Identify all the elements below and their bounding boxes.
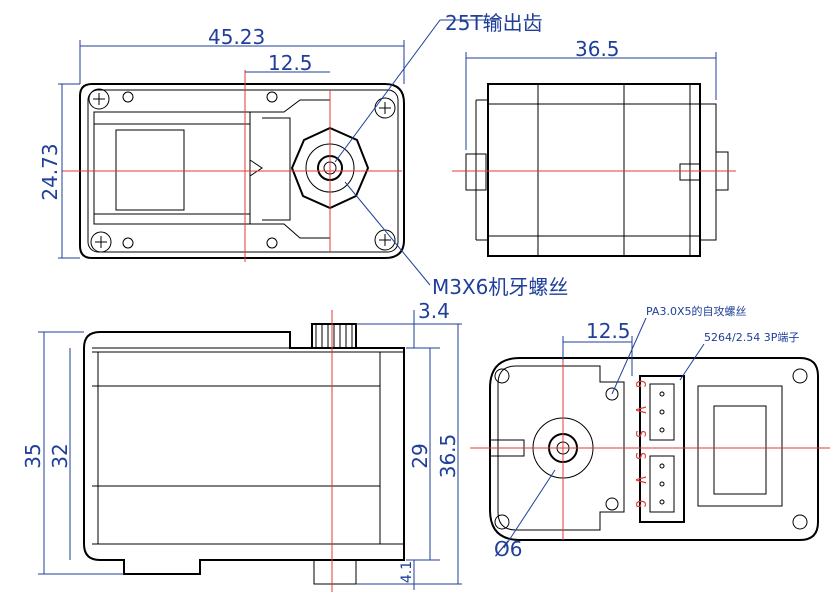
bottom-diameter-dim: Ø6 [494,537,522,561]
self-tapping-screw-note: PA3.0X5的自攻螺丝 [646,304,746,318]
connector-note: 5264/2.54 3P端子 [704,331,799,344]
top-width-dim: 45.23 [208,25,265,49]
front-body-height-dim: 32 [48,443,72,468]
screw-icon [374,97,396,119]
front-total-height-dim: 35 [21,443,45,468]
screw-icon [88,88,110,110]
screw-icon [374,229,396,251]
output-gear-note: 25T输出齿 [445,11,543,35]
front-right-height-dim: 36.5 [436,434,460,479]
top-output-offset-dim: 12.5 [268,51,313,75]
bottom-view: 12.5 PA3.0X5的自攻螺丝 5264/2.54 3P端子 Ø6 G V … [470,304,830,561]
front-view: 3.4 35 32 29 36.5 4.1 [21,299,462,592]
front-top-offset-dim: 3.4 [418,299,450,323]
pin-label: G [632,380,647,388]
pin-label: V [632,476,647,484]
pin-label: G [632,500,647,508]
mounting-screw-note: M3X6机牙螺丝 [432,275,568,299]
top-height-dim: 24.73 [38,143,62,200]
front-bottom-offset-dim: 4.1 [399,561,415,583]
pin-label: V [632,406,647,414]
top-view: 45.23 12.5 24.73 25T输出齿 M3X6机牙螺丝 [38,11,568,299]
side-length-dim: 36.5 [575,37,620,61]
front-mid-height-dim: 29 [408,443,432,468]
bottom-offset-dim: 12.5 [586,319,631,343]
side-view: 36.5 [452,37,736,257]
pin-label: S [632,430,647,438]
screw-icon [90,231,112,253]
pin-label: S [632,452,647,460]
